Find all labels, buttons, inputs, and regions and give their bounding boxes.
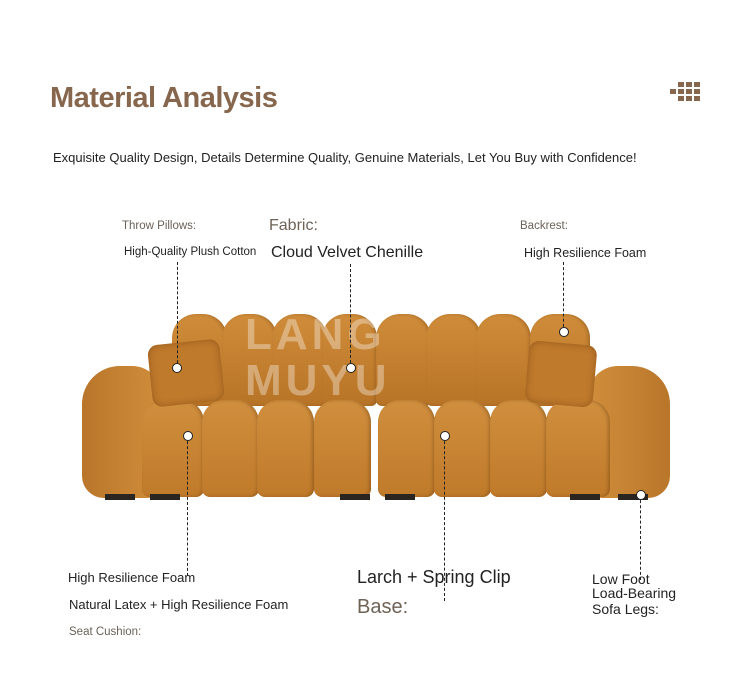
seat-cushion-label: Seat Cushion: bbox=[69, 626, 142, 638]
grid-dots-icon[interactable] bbox=[670, 82, 700, 101]
left-pillow bbox=[146, 338, 226, 408]
page-title: Material Analysis bbox=[50, 82, 278, 114]
legs-label: Sofa Legs: bbox=[592, 601, 659, 617]
seat-value-2: Natural Latex + High Resilience Foam bbox=[69, 597, 289, 612]
fabric-value: Cloud Velvet Chenille bbox=[271, 244, 424, 261]
base-value: Larch + Spring Clip bbox=[357, 567, 511, 587]
throw-pillows-label: Throw Pillows: bbox=[122, 220, 197, 232]
legs-value-1: Low Foot bbox=[592, 571, 650, 587]
backrest-value: High Resilience Foam bbox=[524, 246, 647, 260]
fabric-label: Fabric: bbox=[269, 217, 318, 234]
subtitle: Exquisite Quality Design, Details Determ… bbox=[53, 150, 637, 165]
right-pillow bbox=[524, 340, 598, 408]
seat-value-1: High Resilience Foam bbox=[68, 570, 196, 585]
throw-pillows-value: High-Quality Plush Cotton bbox=[124, 246, 257, 258]
legs-value-2: Load-Bearing bbox=[592, 585, 677, 601]
base-label: Base: bbox=[357, 596, 409, 618]
backrest-label: Backrest: bbox=[520, 220, 568, 232]
